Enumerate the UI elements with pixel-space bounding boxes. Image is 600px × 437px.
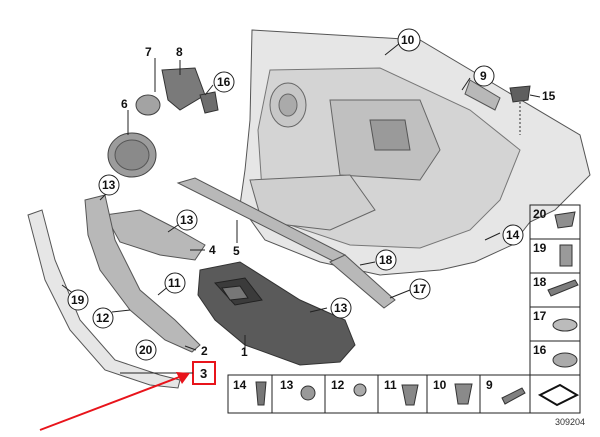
callout-16: 16 <box>217 75 231 89</box>
callout-17-ring <box>409 278 431 300</box>
callout-14: 14 <box>506 228 520 242</box>
callout-4: 4 <box>209 243 216 257</box>
callout-9-ring <box>473 65 495 87</box>
callout-1: 1 <box>241 345 248 359</box>
grid-label-10: 10 <box>433 378 447 392</box>
callout-11: 11 <box>168 276 181 290</box>
grid-label-16: 16 <box>533 343 547 357</box>
bracket-8 <box>161 67 206 111</box>
callout-14-ring <box>502 224 524 246</box>
armrest-handle <box>197 261 356 366</box>
door-trim-panel <box>239 29 591 276</box>
grid-label-12: 12 <box>331 378 345 392</box>
callout-10: 10 <box>401 33 415 47</box>
callout-18: 18 <box>379 253 393 267</box>
grid-label-20: 20 <box>533 207 547 221</box>
callout-3[interactable]: 3 <box>200 366 207 381</box>
callout-13a-ring <box>98 174 120 196</box>
callout-17: 17 <box>413 282 427 296</box>
grid-label-19: 19 <box>533 241 547 255</box>
side-parts-grid: 20 19 18 17 16 <box>529 204 581 376</box>
grid-label-14: 14 <box>233 378 247 392</box>
grip-handle <box>104 209 206 261</box>
callout-20-ring <box>135 339 157 361</box>
grid-label-18: 18 <box>533 275 547 289</box>
grid-label-13: 13 <box>280 378 294 392</box>
grid-label-11: 11 <box>384 378 397 392</box>
door-inner-frame <box>464 79 501 111</box>
callout-18-ring <box>375 249 397 271</box>
callout-13c-ring <box>330 297 352 319</box>
grid-label-17: 17 <box>533 309 547 323</box>
bottom-parts-grid: 14 13 12 11 10 9 <box>227 374 581 414</box>
callout-20: 20 <box>139 343 153 357</box>
callout-16-ring <box>213 71 235 93</box>
arrow-symbol-icon <box>537 383 580 407</box>
callout-13b-ring <box>176 209 198 231</box>
red-arrow <box>39 372 190 431</box>
callout-2: 2 <box>201 344 208 358</box>
callout-12-ring <box>92 307 114 329</box>
diagram-number: 309204 <box>555 417 585 427</box>
plug-15 <box>509 85 531 103</box>
callout-11-ring <box>164 272 186 294</box>
callout-10-ring <box>397 28 421 52</box>
callout-7: 7 <box>145 45 152 59</box>
callout-19-ring <box>67 289 89 311</box>
leader-lines <box>61 42 541 351</box>
callout-12: 12 <box>96 311 110 325</box>
callout-13a: 13 <box>102 178 116 192</box>
callout-9: 9 <box>480 69 487 83</box>
callout-13c: 13 <box>334 301 348 315</box>
speaker-cap-7 <box>135 94 161 116</box>
clip-16 <box>199 91 219 114</box>
trim-strip-17 <box>329 254 396 309</box>
callout-8: 8 <box>176 45 183 59</box>
callout-15: 15 <box>542 89 556 103</box>
callout-13b: 13 <box>180 213 194 227</box>
callout-6: 6 <box>121 97 128 111</box>
callout-5: 5 <box>233 244 240 258</box>
grid-label-9: 9 <box>486 378 493 392</box>
callout-19: 19 <box>71 293 85 307</box>
curved-trim-13 <box>84 194 201 353</box>
